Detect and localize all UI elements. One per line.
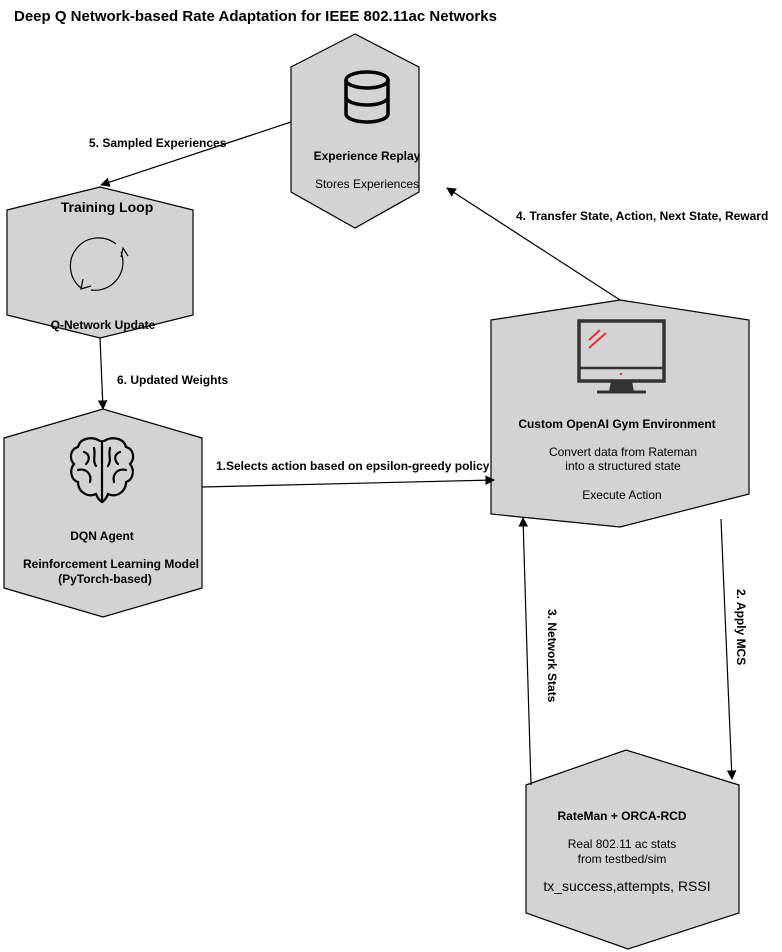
rateman-line3: tx_success,attempts, RSSI [543, 878, 710, 894]
edge-4-label: 4. Transfer State, Action, Next State, R… [516, 209, 768, 223]
brain-icon [69, 437, 135, 504]
gym-env-line2: into a structured state [565, 459, 681, 473]
node-dqn-agent[interactable]: DQN Agent Reinforcement Learning Model (… [3, 408, 203, 618]
dqn-agent-line2: (PyTorch-based) [58, 572, 152, 586]
diagram-title: Deep Q Network-based Rate Adaptation for… [14, 8, 497, 25]
edge-2-arrow[interactable] [720, 518, 737, 780]
gym-env-line3: Execute Action [582, 488, 661, 502]
dqn-agent-line1: Reinforcement Learning Model [23, 557, 199, 571]
rateman-line2: from testbed/sim [578, 852, 667, 866]
experience-replay-title: Experience Replay [314, 149, 421, 163]
edge-5-arrow[interactable] [100, 121, 292, 187]
database-icon [344, 70, 390, 124]
node-rateman[interactable]: RateMan + ORCA-RCD Real 802.11 ac stats … [525, 749, 740, 950]
gym-env-line1: Convert data from Rateman [549, 445, 697, 459]
node-training-loop[interactable]: Training Loop Q-Network Update [6, 186, 194, 339]
edge-5-label: 5. Sampled Experiences [89, 136, 227, 150]
edge-3-label: 3. Network Stats [545, 609, 559, 703]
rateman-title: RateMan + ORCA-RCD [557, 809, 686, 823]
monitor-icon [577, 319, 666, 394]
refresh-icon [69, 237, 129, 291]
edge-2-label: 2. Apply MCS [734, 589, 748, 665]
node-gym-environment[interactable]: Custom OpenAI Gym Environment Convert da… [490, 299, 750, 528]
edge-1-label: 1.Selects action based on epsilon-greedy… [216, 459, 490, 473]
gym-env-title: Custom OpenAI Gym Environment [518, 417, 715, 431]
experience-replay-subtitle: Stores Experiences [315, 177, 419, 191]
rateman-line1: Real 802.11 ac stats [568, 837, 677, 851]
edge-4-arrow[interactable] [446, 187, 621, 301]
edge-3-arrow[interactable] [518, 517, 532, 786]
edge-6-arrow[interactable] [97, 337, 108, 410]
edge-6-label: 6. Updated Weights [117, 373, 228, 387]
node-experience-replay[interactable]: Experience Replay Stores Experiences [290, 33, 421, 229]
edge-1-arrow[interactable] [201, 475, 495, 488]
training-loop-subtitle: Q-Network Update [51, 318, 156, 332]
dqn-agent-title: DQN Agent [70, 529, 134, 543]
training-loop-title: Training Loop [61, 199, 154, 215]
